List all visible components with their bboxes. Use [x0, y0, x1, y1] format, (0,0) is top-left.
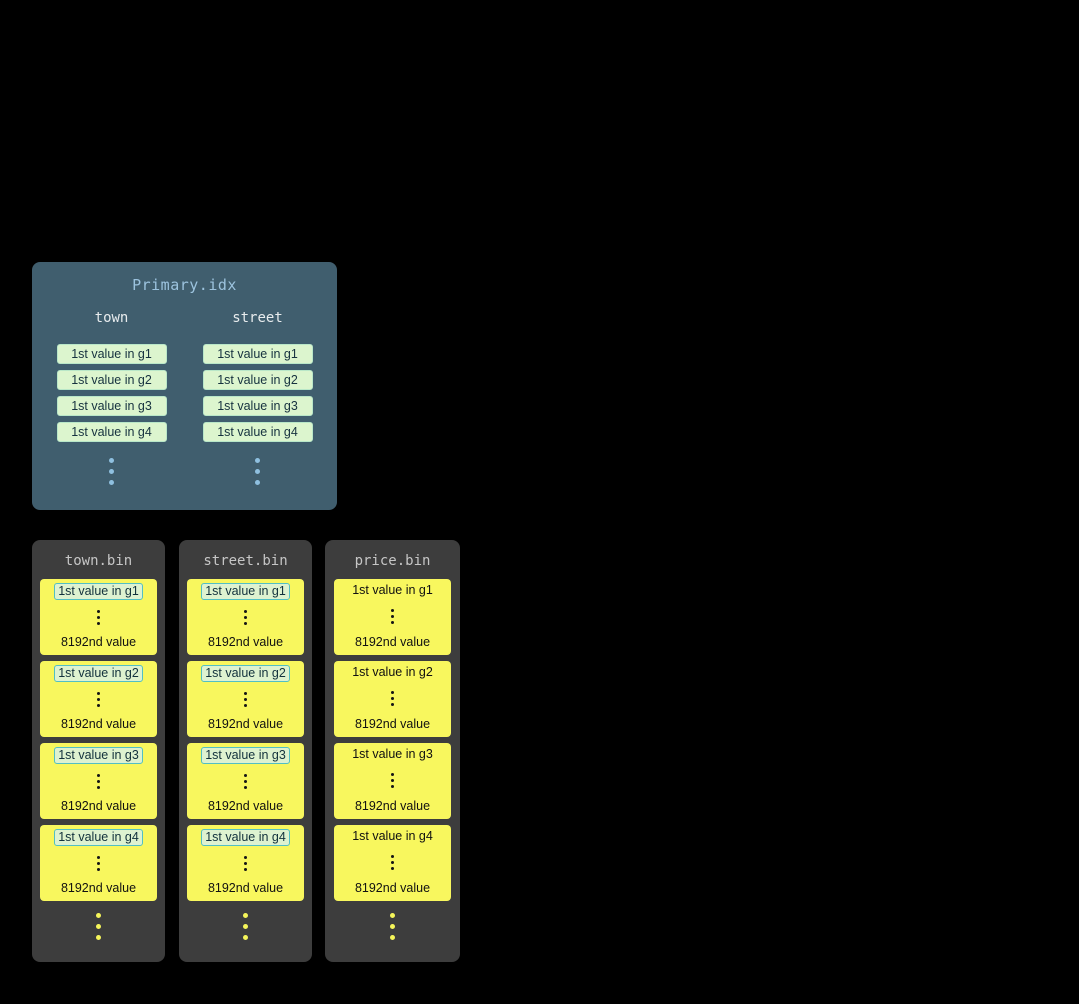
granule-ellipsis-icon [391, 691, 394, 706]
primary-index-title: Primary.idx [132, 276, 237, 294]
granule-ellipsis-icon [244, 856, 247, 871]
granule-last-value: 8192nd value [60, 881, 137, 895]
granule: 1st value in g4 8192nd value [187, 825, 304, 901]
ellipsis-dots-icon [109, 458, 114, 485]
granule: 1st value in g4 8192nd value [334, 825, 451, 901]
granule-ellipsis-icon [97, 856, 100, 871]
granule-last-value: 8192nd value [60, 717, 137, 731]
granule: 1st value in g2 8192nd value [334, 661, 451, 737]
granule: 1st value in g1 8192nd value [187, 579, 304, 655]
granule: 1st value in g2 8192nd value [40, 661, 157, 737]
granule-first-value: 1st value in g1 [201, 583, 290, 600]
granule-ellipsis-icon [244, 774, 247, 789]
granule-ellipsis-icon [391, 609, 394, 624]
granule-first-value: 1st value in g2 [201, 665, 290, 682]
granule-first-value: 1st value in g1 [352, 583, 433, 597]
bin-title-street: street.bin [203, 553, 288, 569]
granule-last-value: 8192nd value [207, 799, 284, 813]
index-entry: 1st value in g2 [202, 370, 313, 390]
index-entry: 1st value in g3 [56, 396, 167, 416]
ellipsis-dots-icon [96, 913, 101, 940]
column-header-street: street [232, 310, 283, 326]
bin-panel-town: town.bin 1st value in g1 8192nd value 1s… [32, 540, 165, 962]
granule-first-value: 1st value in g2 [54, 665, 143, 682]
primary-index-columns: town 1st value in g1 1st value in g2 1st… [32, 310, 337, 485]
ellipsis-dots-icon [255, 458, 260, 485]
index-entry: 1st value in g2 [56, 370, 167, 390]
index-entry: 1st value in g3 [202, 396, 313, 416]
granule-last-value: 8192nd value [207, 881, 284, 895]
granule-ellipsis-icon [391, 855, 394, 870]
granule-ellipsis-icon [97, 774, 100, 789]
granule-first-value: 1st value in g4 [201, 829, 290, 846]
granule-ellipsis-icon [97, 610, 100, 625]
ellipsis-dots-icon [243, 913, 248, 940]
granule-first-value: 1st value in g3 [352, 747, 433, 761]
bin-title-price: price.bin [354, 553, 431, 569]
granule: 1st value in g3 8192nd value [187, 743, 304, 819]
granule-ellipsis-icon [244, 692, 247, 707]
column-header-town: town [94, 310, 129, 326]
granule-last-value: 8192nd value [354, 635, 431, 649]
granule-last-value: 8192nd value [354, 799, 431, 813]
granule-last-value: 8192nd value [354, 881, 431, 895]
primary-index-panel: Primary.idx town 1st value in g1 1st val… [32, 262, 337, 510]
bin-title-town: town.bin [64, 553, 133, 569]
granule-ellipsis-icon [244, 610, 247, 625]
index-entry: 1st value in g1 [202, 344, 313, 364]
granule-first-value: 1st value in g4 [54, 829, 143, 846]
granule: 1st value in g3 8192nd value [40, 743, 157, 819]
granule-last-value: 8192nd value [60, 799, 137, 813]
granule: 1st value in g1 8192nd value [40, 579, 157, 655]
granule: 1st value in g2 8192nd value [187, 661, 304, 737]
granule-ellipsis-icon [391, 773, 394, 788]
granule-last-value: 8192nd value [207, 717, 284, 731]
granule-first-value: 1st value in g4 [352, 829, 433, 843]
granule: 1st value in g1 8192nd value [334, 579, 451, 655]
granule-last-value: 8192nd value [207, 635, 284, 649]
granule: 1st value in g4 8192nd value [40, 825, 157, 901]
granule: 1st value in g3 8192nd value [334, 743, 451, 819]
primary-column-town: town 1st value in g1 1st value in g2 1st… [56, 310, 167, 485]
ellipsis-dots-icon [390, 913, 395, 940]
granule-first-value: 1st value in g1 [54, 583, 143, 600]
granule-last-value: 8192nd value [354, 717, 431, 731]
index-entry: 1st value in g4 [202, 422, 313, 442]
granule-first-value: 1st value in g3 [201, 747, 290, 764]
granule-ellipsis-icon [97, 692, 100, 707]
index-entry: 1st value in g1 [56, 344, 167, 364]
bin-panel-street: street.bin 1st value in g1 8192nd value … [179, 540, 312, 962]
bin-panel-price: price.bin 1st value in g1 8192nd value 1… [325, 540, 460, 962]
granule-first-value: 1st value in g3 [54, 747, 143, 764]
granule-last-value: 8192nd value [60, 635, 137, 649]
granule-first-value: 1st value in g2 [352, 665, 433, 679]
primary-column-street: street 1st value in g1 1st value in g2 1… [202, 310, 313, 485]
index-entry: 1st value in g4 [56, 422, 167, 442]
